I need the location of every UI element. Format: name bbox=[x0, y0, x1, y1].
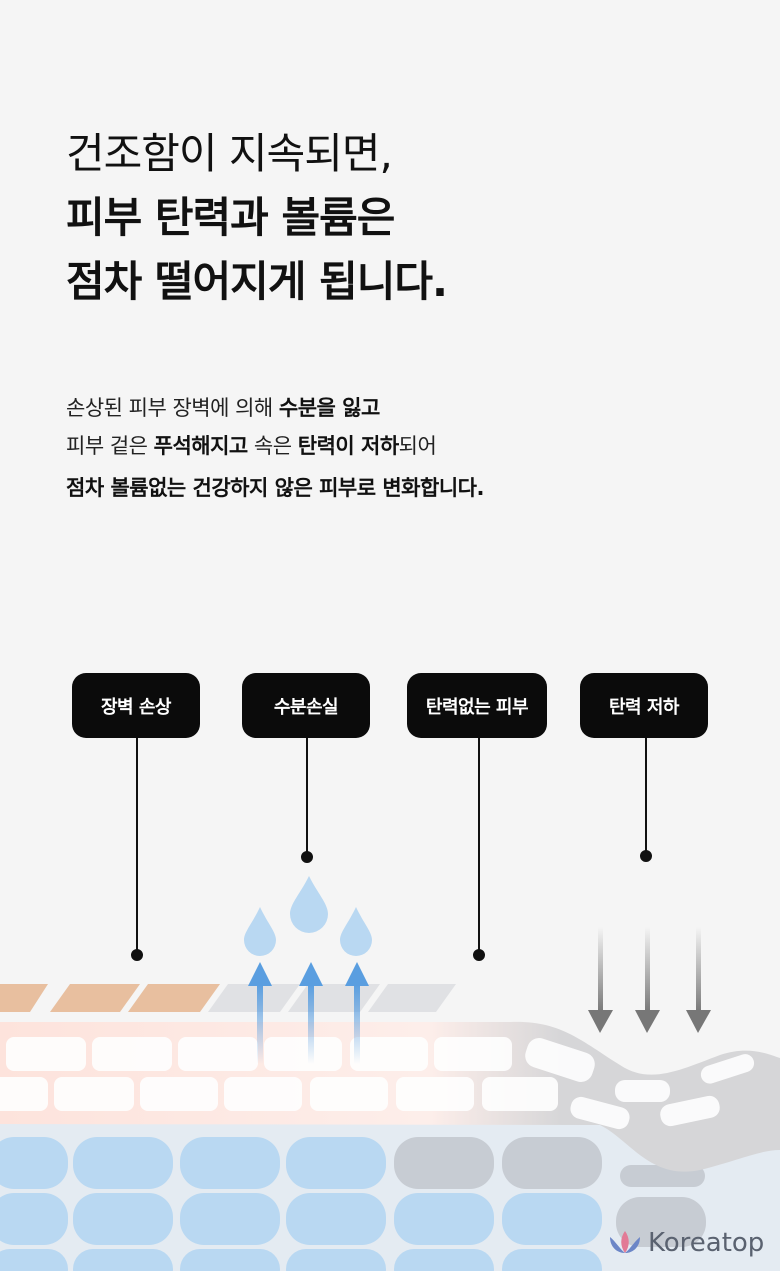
dermis-cells bbox=[0, 1137, 602, 1271]
label-elasticity-decline: 탄력 저하 bbox=[580, 673, 708, 738]
emphasis-text: 수분을 잃고 bbox=[278, 396, 380, 420]
body-text: 되어 bbox=[398, 434, 437, 458]
body-line-2: 피부 겉은 푸석해지고 속은 탄력이 저하되어 bbox=[66, 426, 437, 466]
label-inelastic-skin: 탄력없는 피부 bbox=[407, 673, 547, 738]
water-loss-arrows bbox=[248, 962, 369, 1064]
epidermis-cells bbox=[0, 1037, 755, 1130]
label-barrier-damage: 장벽 손상 bbox=[72, 673, 200, 738]
watermark-logo: Koreatop bbox=[606, 1228, 764, 1258]
lotus-icon bbox=[610, 1231, 640, 1253]
headline-line-2: 피부 탄력과 볼륨은 bbox=[66, 193, 395, 242]
body-line-1: 손상된 피부 장벽에 의해 수분을 잃고 bbox=[66, 388, 380, 428]
body-text: 손상된 피부 장벽에 의해 bbox=[66, 396, 279, 420]
elasticity-loss-arrows bbox=[588, 927, 711, 1033]
label-moisture-loss: 수분손실 bbox=[242, 673, 370, 738]
body-text: 속은 bbox=[247, 434, 298, 458]
watermark-text: Koreatop bbox=[648, 1228, 765, 1258]
headline-line-1: 건조함이 지속되면, bbox=[66, 129, 393, 178]
connector-lines bbox=[131, 738, 652, 961]
emphasis-text: 점차 볼륨없는 건강하지 않은 피부로 변화합니다. bbox=[66, 476, 484, 500]
emphasis-text: 탄력이 저하 bbox=[297, 434, 399, 458]
water-drop-icons bbox=[244, 876, 372, 956]
barrier-tiles bbox=[0, 984, 456, 1012]
emphasis-text: 푸석해지고 bbox=[153, 434, 249, 458]
body-line-3: 점차 볼륨없는 건강하지 않은 피부로 변화합니다. bbox=[66, 468, 484, 508]
body-text: 피부 겉은 bbox=[66, 434, 154, 458]
headline-line-3: 점차 떨어지게 됩니다. bbox=[66, 257, 448, 306]
